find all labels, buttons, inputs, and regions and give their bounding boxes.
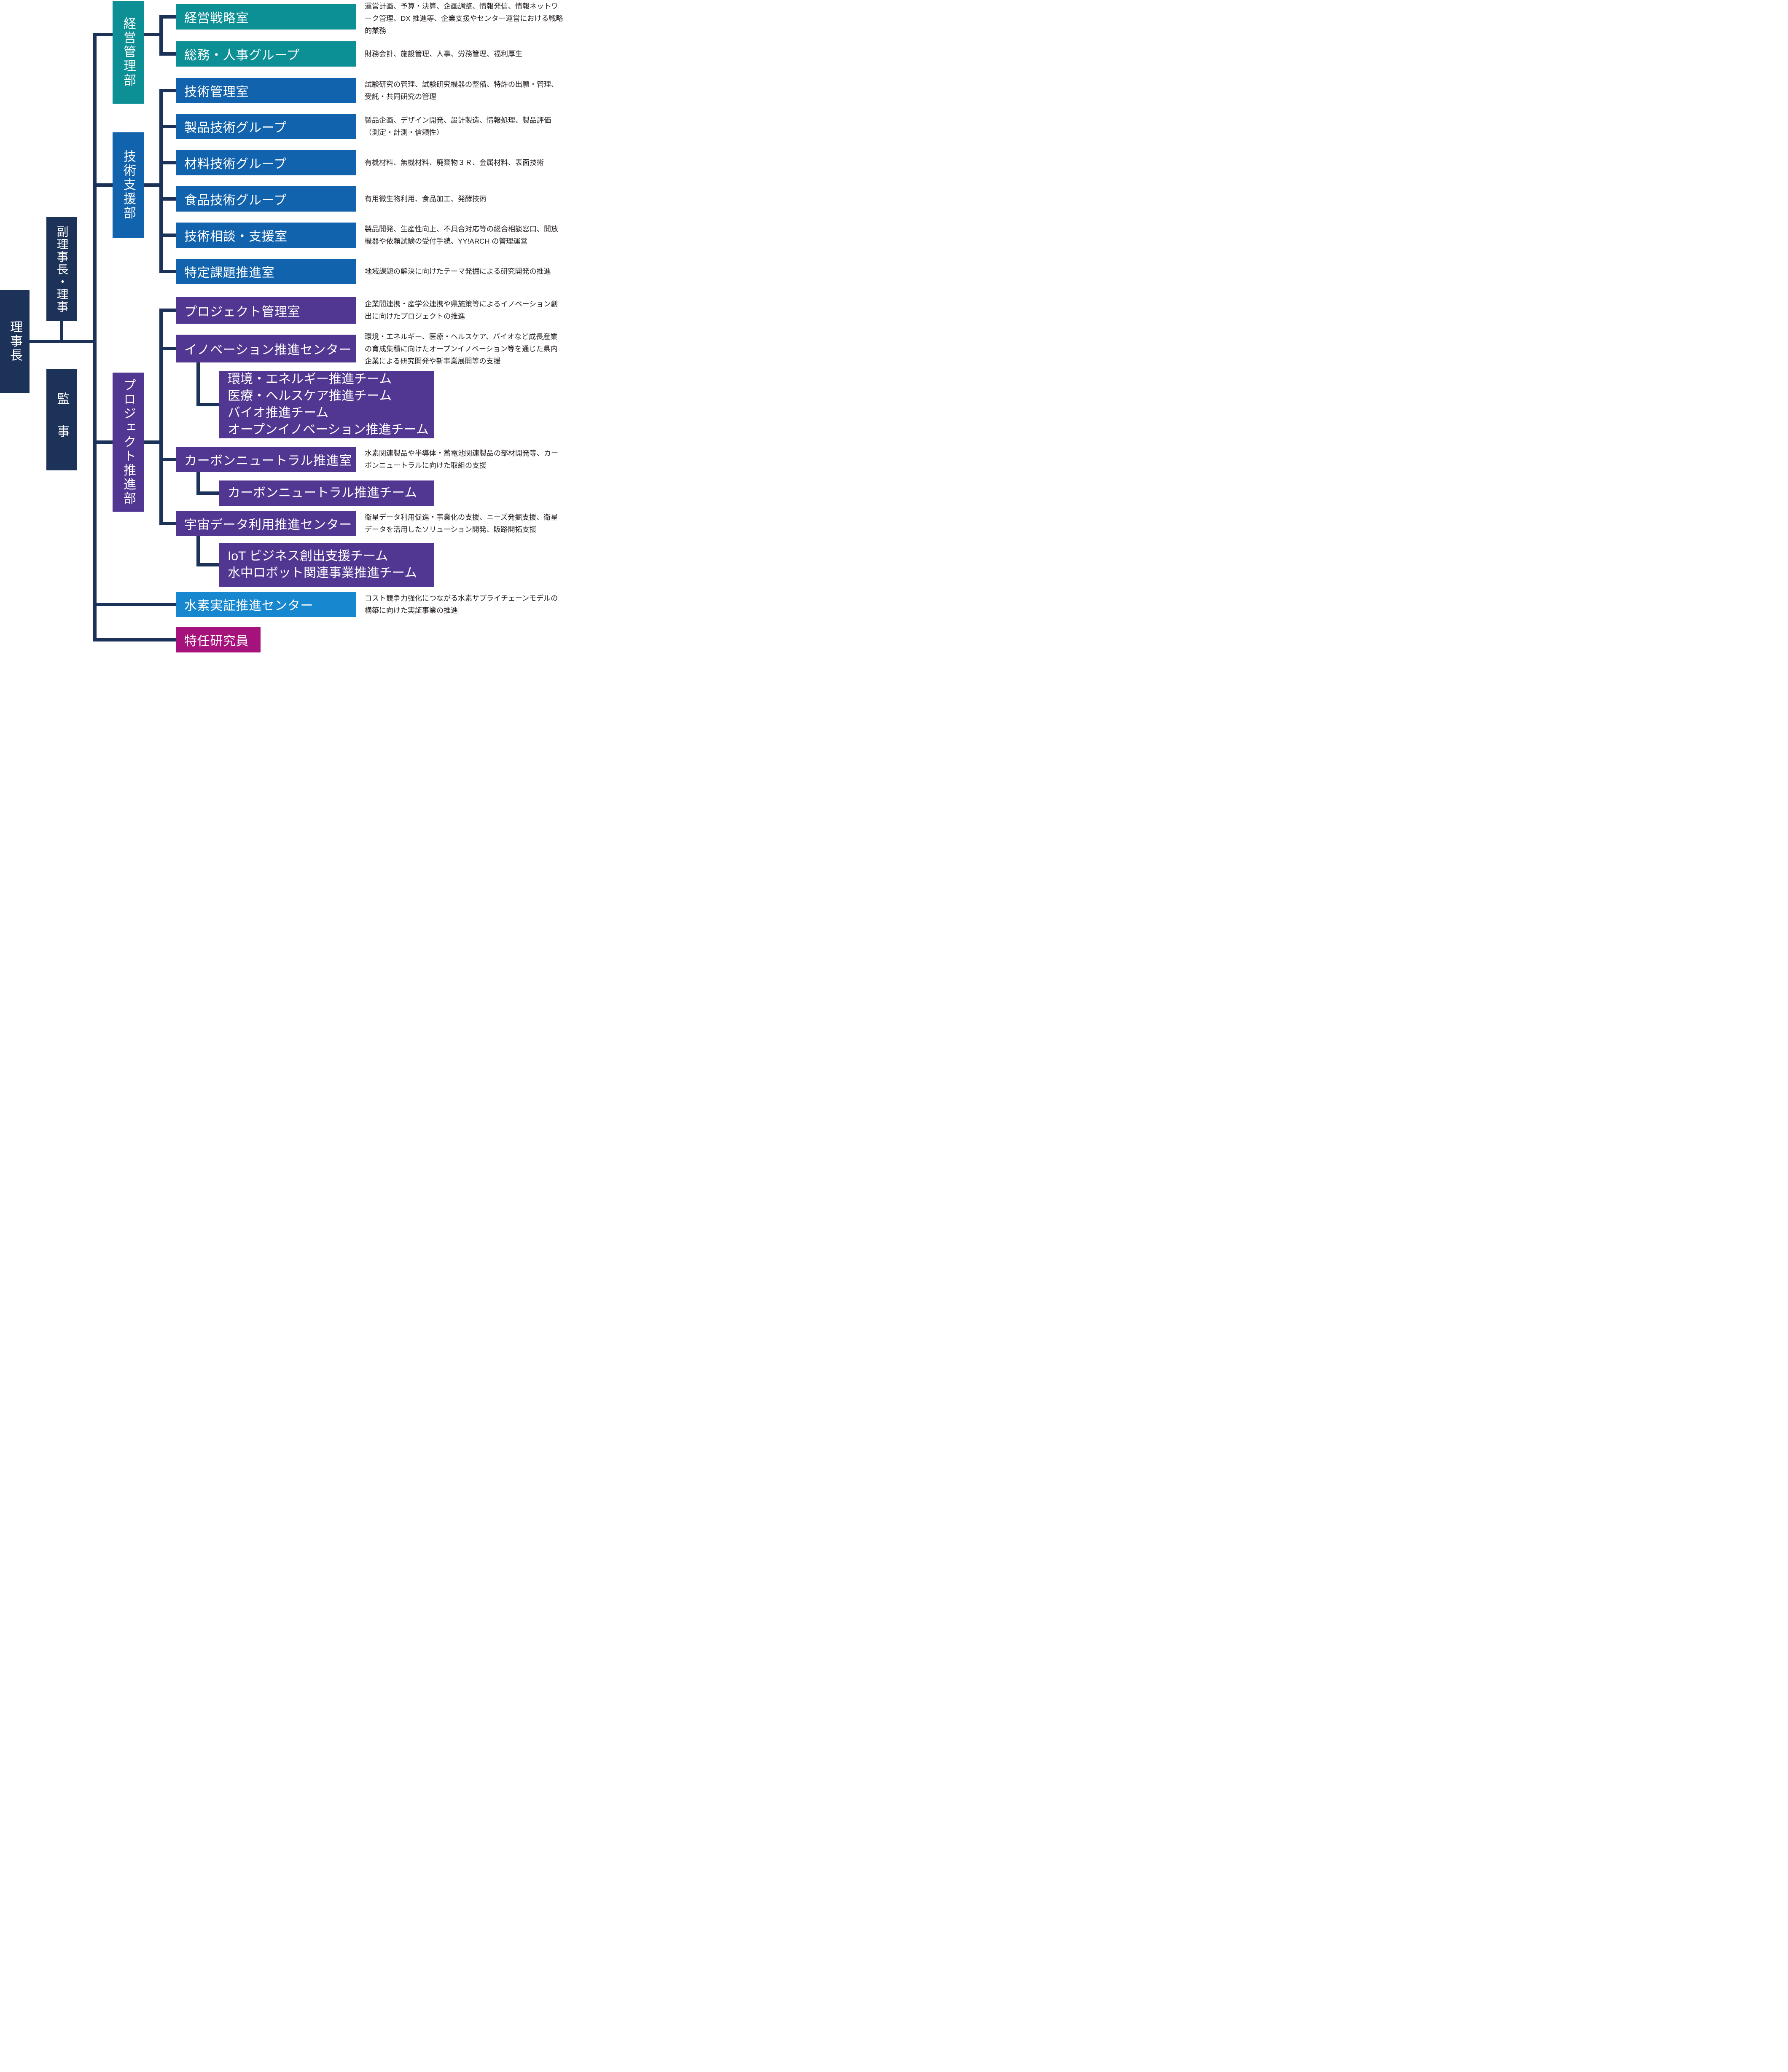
unit-space-data-center-label: 宇宙データ利用推進センター [184, 518, 352, 532]
dept-project-box: プロジェクト推進部 [113, 373, 144, 512]
carbon-team-stub [196, 491, 219, 495]
dept-management-label: 経営管理部 [121, 17, 135, 88]
desc-space-data-center: 衛星データ利用促進・事業化の支援、ニーズ発掘支援、衛星データを活用したソリューシ… [365, 513, 558, 534]
innovation-teams-spine [196, 361, 200, 406]
desc-hydrogen-center: コスト競争力強化につながる水素サプライチェーンモデルの構築に向けた実証事業の推進 [365, 594, 558, 615]
chairman-label: 理事長 [8, 320, 22, 363]
unit-carbon-neutral-office-label: カーボンニュートラル推進室 [184, 454, 352, 468]
innovation-teams-stub [196, 403, 219, 406]
team-environment-energy: 環境・エネルギー推進チーム [228, 372, 392, 386]
unit-material-tech: 材料技術グループ [176, 150, 356, 175]
desc-carbon-neutral-office: 水素関連製品や半導体・蓄電池関連製品の部材開発等、カーボンニュートラルに向けた取… [365, 449, 558, 470]
auditor-box: 監事 [46, 369, 77, 470]
unit-consultation: 技術相談・支援室 [176, 223, 356, 248]
stub-r14 [159, 522, 176, 525]
stub-r8 [159, 270, 176, 273]
stub-r4 [159, 125, 176, 128]
desc-specific-issues: 地域課題の解決に向けたテーマ発掘による研究開発の推進 [365, 267, 551, 276]
stub-r1 [159, 15, 176, 19]
unit-tech-management-label: 技術管理室 [184, 85, 249, 99]
unit-space-data-center: 宇宙データ利用推進センター [176, 511, 356, 536]
dept-technical-box: 技術支援部 [113, 132, 144, 238]
stub-r10 [159, 347, 176, 350]
stub-r2 [159, 52, 176, 56]
desc-general-affairs: 財務会計、施設管理、人事、労務管理、福利厚生 [365, 50, 522, 58]
stub-r9 [159, 309, 176, 312]
unit-food-tech: 食品技術グループ [176, 186, 356, 212]
unit-carbon-neutral-office: カーボンニュートラル推進室 [176, 447, 356, 472]
vice-chairman-box: 副理事長・理事 [46, 217, 77, 321]
dept1-spine [159, 15, 163, 56]
dept3-spine [159, 309, 163, 525]
desc-strategy-office: 運営計画、予算・決算、企画調整、情報発信、情報ネットワーク管理、DX 推進等、企… [365, 2, 563, 35]
org-chart: 理事長 副理事長・理事 監事 経営管理部 技術支援部 プロジェクト推進部 経営戦… [0, 0, 573, 665]
unit-consultation-label: 技術相談・支援室 [184, 230, 288, 244]
unit-special-researcher-label: 特任研究員 [184, 634, 249, 648]
innovation-teams-box: 環境・エネルギー推進チーム 医療・ヘルスケア推進チーム バイオ推進チーム オープ… [219, 371, 434, 438]
dept-project-label: プロジェクト推進部 [121, 378, 135, 506]
desc-product-tech: 製品企画、デザイン開発、設計製造、情報処理、製品評価（測定・計測・信頼性） [365, 116, 551, 137]
chairman-box: 理事長 [0, 290, 30, 393]
unit-product-tech: 製品技術グループ [176, 114, 356, 139]
trunk-line [93, 33, 97, 641]
carbon-neutral-team-box: カーボンニュートラル推進チーム [219, 480, 434, 506]
unit-project-management-label: プロジェクト管理室 [184, 305, 301, 319]
auditor-label: 監事 [55, 392, 69, 458]
team-carbon-neutral: カーボンニュートラル推進チーム [228, 486, 417, 500]
unit-material-tech-label: 材料技術グループ [184, 157, 287, 171]
unit-strategy-office-label: 経営戦略室 [184, 11, 249, 25]
desc-tech-management: 試験研究の管理、試験研究機器の整備、特許の出願・管理、受託・共同研究の管理 [365, 81, 558, 101]
unit-specific-issues-label: 特定課題推進室 [184, 266, 275, 280]
hydrogen-branch [93, 603, 177, 606]
desc-innovation-center: 環境・エネルギー、医療・ヘルスケア、バイオなど成長産業の育成集積に向けたオープン… [365, 333, 558, 365]
unit-general-affairs: 総務・人事グループ [176, 41, 356, 67]
unit-hydrogen-center: 水素実証推進センター [176, 592, 356, 617]
researcher-branch [93, 638, 177, 641]
unit-general-affairs-label: 総務・人事グループ [184, 48, 300, 62]
unit-tech-management: 技術管理室 [176, 78, 356, 103]
stub-r3 [159, 89, 176, 92]
team-medical-healthcare: 医療・ヘルスケア推進チーム [228, 389, 392, 403]
unit-project-management: プロジェクト管理室 [176, 297, 356, 324]
stub-r6 [159, 197, 176, 201]
stub-r7 [159, 234, 176, 237]
unit-hydrogen-center-label: 水素実証推進センター [184, 599, 313, 613]
unit-food-tech-label: 食品技術グループ [184, 193, 287, 207]
dept-management-box: 経営管理部 [113, 1, 144, 104]
unit-innovation-center: イノベーション推進センター [176, 335, 356, 362]
carbon-team-spine [196, 470, 200, 495]
unit-strategy-office: 経営戦略室 [176, 4, 356, 30]
vice-chairman-stub [60, 320, 63, 341]
desc-food-tech: 有用微生物利用、食品加工、発酵技術 [365, 195, 487, 203]
team-underwater-robot: 水中ロボット関連事業推進チーム [228, 566, 417, 580]
space-teams-box: IoT ビジネス創出支援チーム 水中ロボット関連事業推進チーム [219, 543, 434, 587]
team-open-innovation: オープンイノベーション推進チーム [228, 423, 429, 437]
unit-special-researcher: 特任研究員 [176, 627, 261, 652]
unit-product-tech-label: 製品技術グループ [184, 121, 287, 135]
dept-technical-label: 技術支援部 [121, 150, 135, 220]
stub-r5 [159, 161, 176, 164]
dept2-spine [159, 89, 163, 273]
stub-r12 [159, 458, 176, 461]
space-teams-spine [196, 534, 200, 566]
desc-project-management: 企業間連携・産学公連携や県施策等によるイノベーション創出に向けたプロジェクトの推… [365, 300, 558, 320]
space-teams-stub [196, 563, 219, 566]
vice-chairman-label: 副理事長・理事 [55, 225, 69, 313]
desc-material-tech: 有機材料、無機材料、廃棄物３Ｒ、金属材料、表面技術 [365, 158, 544, 167]
team-bio: バイオ推進チーム [228, 406, 329, 420]
team-iot-business: IoT ビジネス創出支援チーム [228, 549, 388, 563]
chairman-connector [30, 340, 97, 343]
unit-specific-issues: 特定課題推進室 [176, 259, 356, 284]
unit-innovation-center-label: イノベーション推進センター [184, 343, 352, 357]
desc-consultation: 製品開発、生産性向上、不具合対応等の総合相談窓口、開放機器や依頼試験の受付手続、… [365, 225, 558, 245]
